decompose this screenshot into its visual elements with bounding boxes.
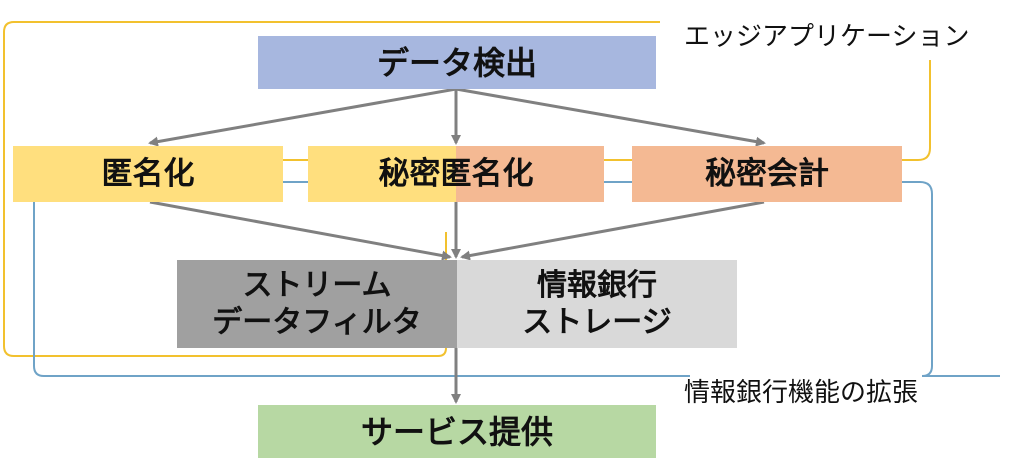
edge-application-label: エッジアプリケーション bbox=[684, 22, 970, 52]
data-detection-label: データ検出 bbox=[376, 43, 537, 82]
service-provision-label: サービス提供 bbox=[360, 412, 553, 451]
stream-data-filter-box: ストリーム データフィルタ bbox=[177, 260, 457, 348]
stream-filter-label-line2: データフィルタ bbox=[212, 305, 422, 340]
data-detection-box: データ検出 bbox=[258, 36, 656, 89]
secret-accounting-label: 秘密会計 bbox=[705, 155, 829, 192]
stream-filter-label-line1: ストリーム bbox=[242, 267, 392, 303]
anonymization-label: 匿名化 bbox=[101, 155, 195, 192]
storage-label-line1: 情報銀行 bbox=[537, 267, 657, 303]
arrow-detect-to-anonymize bbox=[148, 87, 457, 147]
info-bank-extension-label: 情報銀行機能の拡張 bbox=[684, 378, 919, 408]
anonymization-box: 匿名化 bbox=[13, 146, 283, 202]
info-bank-storage-box: 情報銀行 ストレージ bbox=[457, 260, 737, 348]
arrow-secret-accounting-to-filter bbox=[460, 200, 765, 261]
secret-anonymization-box: 秘密匿名化 bbox=[308, 146, 604, 202]
arrow-detect-to-secret-accounting bbox=[455, 87, 766, 147]
secret-accounting-box: 秘密会計 bbox=[632, 146, 902, 202]
service-provision-box: サービス提供 bbox=[258, 405, 656, 458]
storage-label-line2: ストレージ bbox=[522, 305, 672, 340]
info-bank-extension-outline bbox=[33, 181, 1000, 377]
secret-anonymization-label: 秘密匿名化 bbox=[378, 155, 534, 192]
arrow-anonymize-to-filter bbox=[149, 200, 452, 261]
edge-application-outline bbox=[3, 21, 931, 357]
